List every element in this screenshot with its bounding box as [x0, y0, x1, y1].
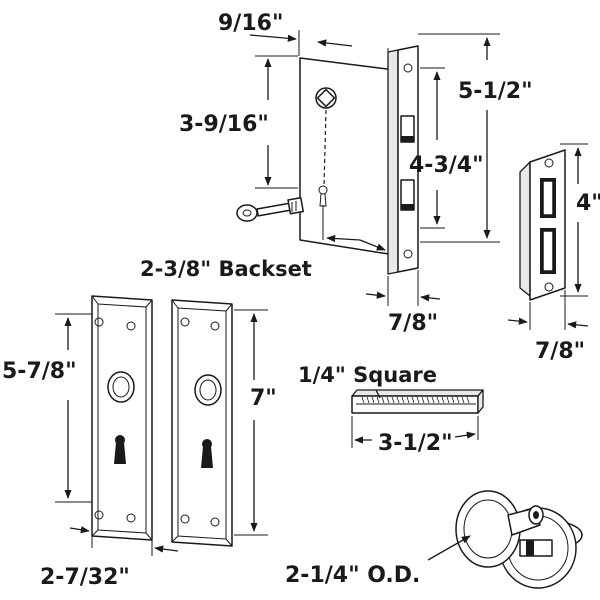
label-faceplate-width: 7/8"	[388, 311, 438, 336]
label-spindle-length: 3-1/2"	[378, 431, 453, 456]
escutcheon-plate-right	[171, 299, 233, 547]
escutcheon-plate-left	[91, 295, 153, 541]
latch-bolt	[400, 115, 415, 143]
label-spindle-square: 1/4" Square	[298, 363, 437, 387]
label-lock-height: 5-1/2"	[458, 79, 533, 104]
label-escutcheon-width: 2-7/32"	[40, 565, 130, 590]
label-spindle-height: 3-9/16"	[179, 112, 269, 137]
dead-bolt	[400, 179, 415, 211]
square-spindle	[351, 389, 484, 414]
keyhole-left	[114, 435, 126, 464]
label-knob-diameter: 2-1/4" O.D.	[285, 563, 420, 588]
spindle-hub	[315, 87, 337, 109]
lock-faceplate	[387, 45, 419, 275]
keyhole-right	[201, 439, 213, 468]
label-strike-width: 7/8"	[535, 339, 585, 364]
label-faceplate-height: 4-3/4"	[409, 153, 484, 178]
skeleton-key	[236, 196, 304, 222]
label-backset: 2-3/8" Backset	[140, 257, 312, 281]
strike-plate	[519, 149, 566, 301]
label-strike-height: 4"	[576, 191, 600, 216]
label-escutcheon-height-right: 7"	[250, 386, 277, 411]
door-knob-back	[455, 490, 544, 568]
mortise-lock-body	[299, 57, 396, 256]
label-escutcheon-height-left: 5-7/8"	[2, 359, 77, 384]
label-mortise-offset: 9/16"	[218, 11, 283, 36]
